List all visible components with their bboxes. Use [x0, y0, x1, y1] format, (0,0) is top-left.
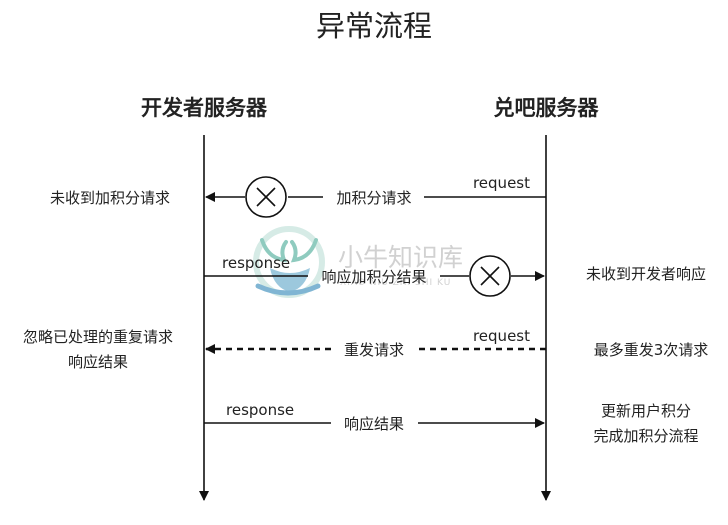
message-2-response: response 响应加积分结果 [204, 254, 545, 297]
circle-x-icon [469, 255, 511, 297]
message-2-tag: response [222, 254, 290, 272]
note-max-retries: 最多重发3次请求 [594, 341, 709, 359]
actor-developer-server: 开发者服务器 [141, 96, 268, 120]
message-1-tag: request [473, 174, 530, 192]
watermark-subtext: XIAO NIU ZHI SHI KU [340, 278, 451, 288]
circle-x-icon [245, 176, 287, 218]
note-update-points: 更新用户积分 [601, 402, 691, 420]
message-3-tag: request [473, 327, 530, 345]
watermark: 小牛知识库 XIAO NIU ZHI SHI KU [253, 226, 463, 298]
bull-logo-icon [253, 226, 325, 298]
actor-duiba-server: 兑吧服务器 [494, 96, 600, 120]
message-3-retry-request: request 重发请求 [205, 327, 546, 359]
note-not-received-response: 未收到开发者响应 [586, 265, 706, 283]
note-complete-flow: 完成加积分流程 [593, 427, 698, 445]
note-ignore-duplicate: 忽略已处理的重复请求 [23, 328, 173, 346]
note-respond-result: 响应结果 [68, 353, 128, 371]
message-2-label: 响应加积分结果 [321, 268, 426, 286]
note-not-received-request: 未收到加积分请求 [50, 189, 170, 207]
message-4-tag: response [226, 401, 294, 419]
message-4-label: 响应结果 [344, 415, 404, 433]
message-1-add-points-request: request 加积分请求 [205, 174, 546, 218]
diagram-title: 异常流程 [316, 9, 432, 43]
message-1-label: 加积分请求 [336, 189, 411, 207]
watermark-text: 小牛知识库 [338, 243, 463, 272]
message-3-label: 重发请求 [344, 341, 404, 359]
message-4-response: response 响应结果 [204, 401, 545, 433]
